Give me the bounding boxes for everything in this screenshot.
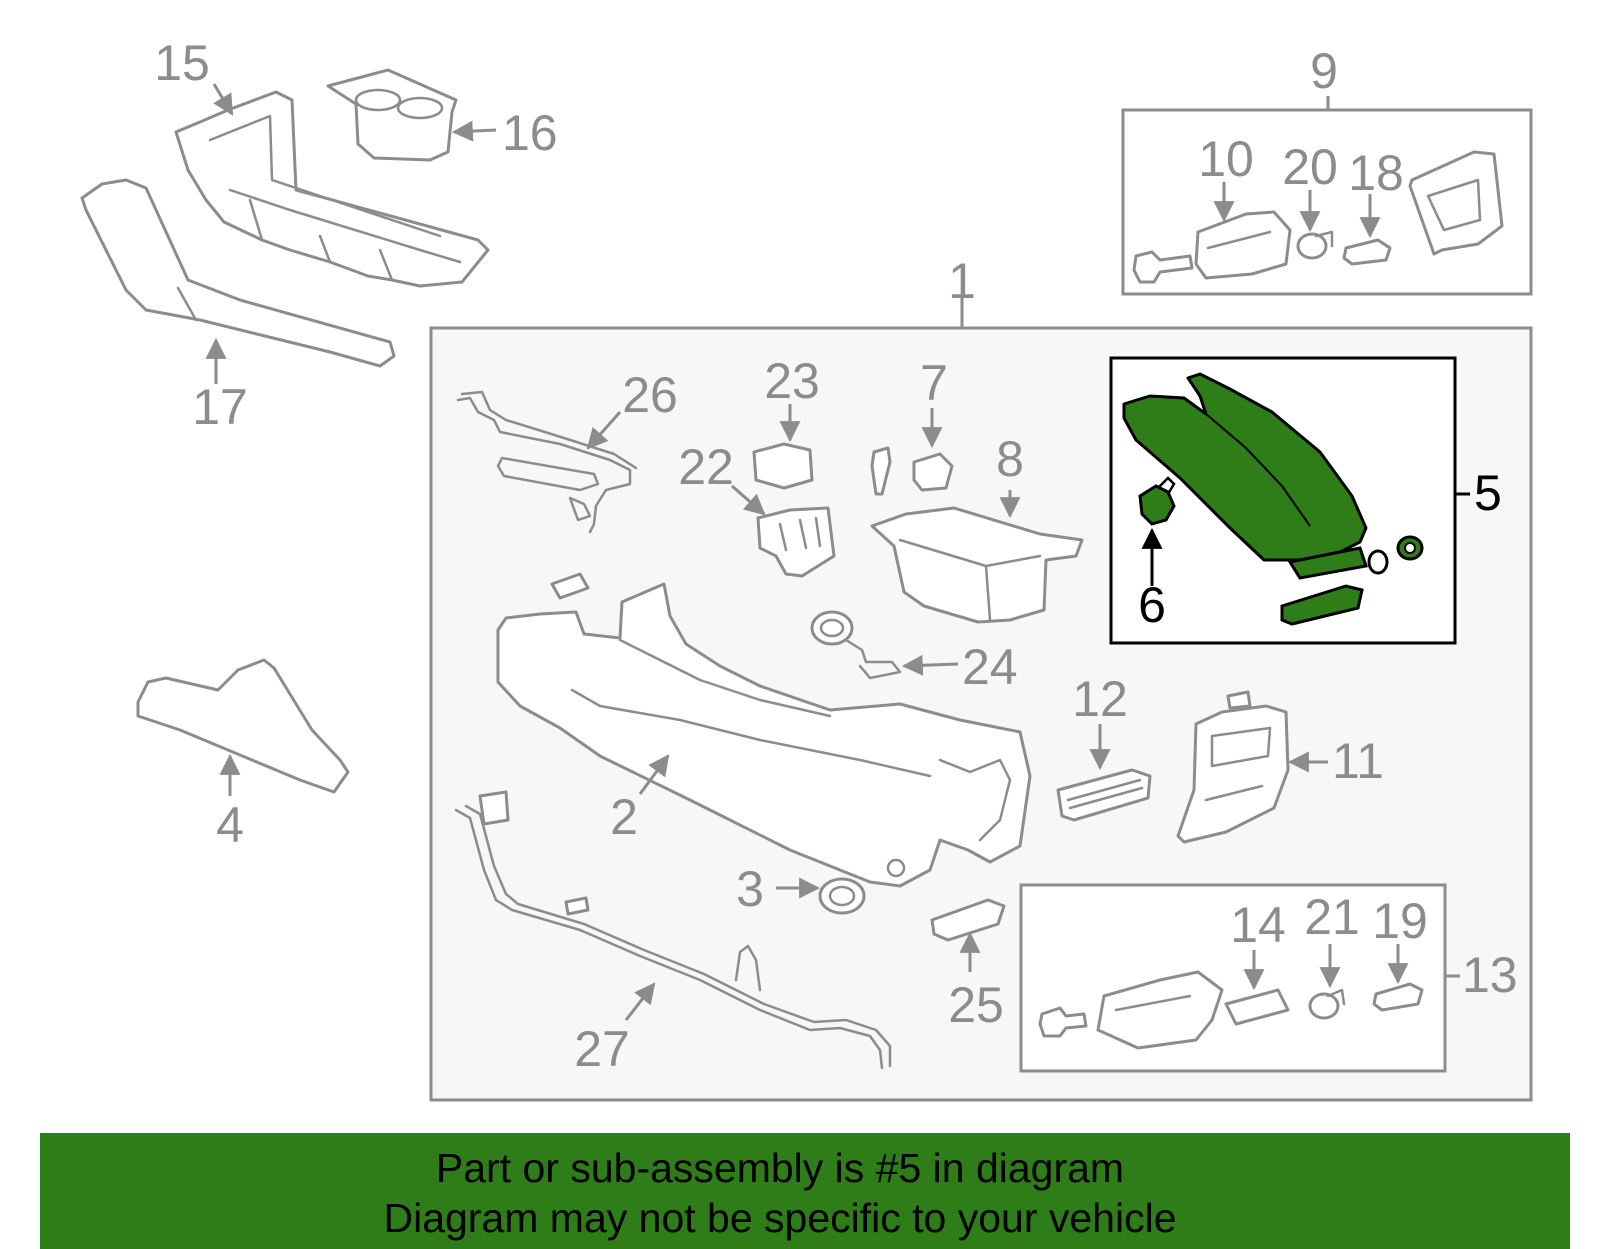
callout-5: 5 (1474, 465, 1502, 521)
callout-26: 26 (622, 367, 678, 423)
bolt-9-part (1132, 250, 1194, 284)
callout-12: 12 (1072, 671, 1128, 727)
callout-8: 8 (996, 431, 1024, 487)
callout-25: 25 (948, 977, 1004, 1033)
wiring-harness-26-part (456, 390, 638, 534)
trim-plate-part (174, 90, 490, 288)
grommet-3-part (818, 877, 866, 915)
nut-20-part (1296, 230, 1334, 260)
callout-2: 2 (610, 789, 638, 845)
callout-18: 18 (1348, 145, 1404, 201)
storage-bin-8-part (870, 506, 1084, 624)
armrest-part-highlighted (1122, 372, 1424, 626)
callout-20: 20 (1282, 139, 1338, 195)
switch-23-part (752, 442, 814, 490)
vent-12-part (1056, 768, 1152, 822)
callout-4: 4 (216, 797, 244, 853)
callout-1: 1 (948, 253, 976, 309)
callout-16: 16 (502, 105, 558, 161)
callout-21: 21 (1304, 889, 1360, 945)
leader-lines (205, 83, 1470, 1021)
callout-6: 6 (1138, 577, 1166, 633)
banner-line-2: Diagram may not be specific to your vehi… (383, 1195, 1177, 1241)
callout-22: 22 (678, 439, 734, 495)
rear-panel-11-part (1176, 690, 1290, 844)
info-banner: Part or sub-assembly is #5 in diagram Di… (40, 1133, 1570, 1249)
callout-10: 10 (1198, 131, 1254, 187)
wiring-harness-27-part (454, 790, 892, 1070)
callout-3: 3 (736, 861, 764, 917)
callout-23: 23 (764, 353, 820, 409)
banner-line-1: Part or sub-assembly is #5 in diagram (435, 1145, 1125, 1191)
screw-18-part (1342, 238, 1392, 266)
grommet-24-part (810, 610, 902, 680)
callout-24: 24 (962, 639, 1018, 695)
plate-9-part (1408, 150, 1504, 256)
callout-27: 27 (574, 1021, 630, 1077)
callout-11: 11 (1332, 733, 1384, 789)
bracket-13-part (1096, 970, 1224, 1050)
callout-15: 15 (154, 35, 210, 91)
callout-17: 17 (192, 379, 248, 435)
callout-7: 7 (920, 355, 948, 411)
callout-14: 14 (1230, 897, 1286, 953)
nut-21-part (1308, 988, 1346, 1020)
cup-holder-part (326, 68, 458, 162)
callout-9: 9 (1310, 43, 1338, 99)
callout-19: 19 (1372, 893, 1428, 949)
assembly-box-13 (1019, 883, 1447, 1073)
clip-7-part (870, 446, 954, 496)
bolt-13-part (1038, 1006, 1088, 1038)
callout-13: 13 (1462, 947, 1518, 1003)
cover-14-part (1224, 988, 1290, 1026)
callout-labels: 1 2 3 4 5 6 7 8 9 10 11 12 13 14 15 16 1… (154, 35, 1517, 1077)
bracket-25-part (930, 898, 1006, 942)
side-trim-part (80, 178, 396, 368)
console-body-part (496, 572, 1032, 888)
bracket-22-part (756, 506, 836, 578)
screw-19-part (1372, 982, 1424, 1012)
lower-panel-part (136, 658, 350, 794)
bracket-10-part (1194, 210, 1292, 280)
